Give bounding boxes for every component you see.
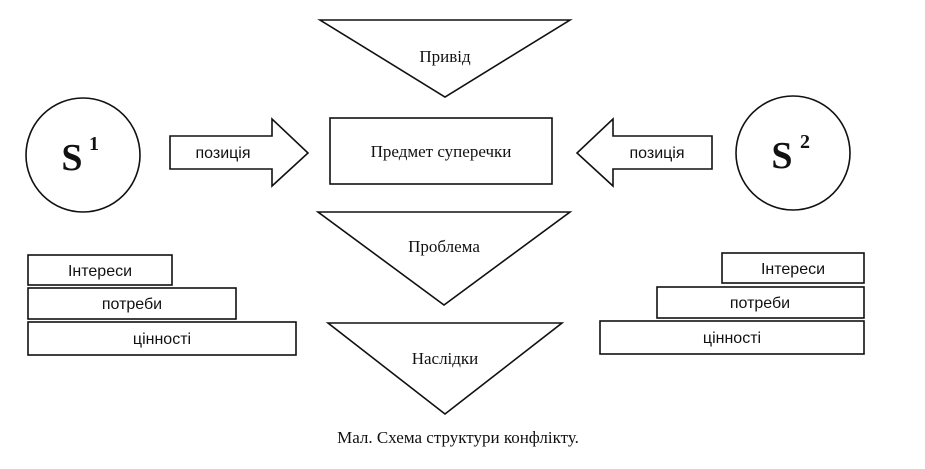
left-stack-needs-box: [27, 287, 237, 320]
right-party-circle-shape: [735, 95, 851, 211]
subject-box-shape: [329, 117, 553, 185]
right-party-symbol: S: [771, 135, 792, 177]
problem-label: Проблема: [408, 237, 480, 256]
left-position-arrow: позиція: [169, 117, 310, 188]
left-stack-needs: потреби: [102, 296, 162, 313]
right-position-arrow-shape: [575, 117, 713, 188]
left-stack: Інтереси потреби цінності: [27, 254, 297, 356]
left-stack-values-box: [27, 321, 297, 356]
problem-triangle: Проблема: [315, 211, 573, 306]
left-stack-interests: Інтереси: [68, 263, 132, 280]
consequences-label: Наслідки: [412, 349, 479, 368]
subject-label: Предмет суперечки: [371, 142, 512, 161]
left-party-circle-shape: [25, 97, 141, 213]
right-stack-needs: потреби: [730, 295, 790, 312]
right-position-arrow: позиція: [575, 117, 713, 188]
left-party-symbol: S: [61, 137, 82, 179]
right-stack: Інтереси потреби цінності: [599, 252, 865, 355]
right-stack-interests-box: [721, 252, 865, 284]
right-stack-needs-box: [656, 286, 865, 319]
left-party-index: 1: [89, 133, 99, 155]
right-stack-values-box: [599, 320, 865, 355]
consequences-triangle-shape: [325, 322, 565, 416]
left-position-arrow-shape: [169, 117, 310, 188]
right-party-circle: S 2: [735, 95, 851, 211]
driver-triangle: Привід: [317, 19, 573, 98]
left-stack-interests-box: [27, 254, 173, 286]
subject-box: Предмет суперечки: [329, 117, 553, 185]
right-stack-values: цінності: [703, 330, 761, 347]
right-party-index: 2: [800, 131, 810, 153]
right-stack-interests: Інтереси: [761, 261, 825, 278]
diagram-caption: Мал. Схема структури конфлікту.: [337, 428, 579, 447]
left-position-label: позиція: [195, 145, 250, 162]
right-position-label: позиція: [629, 145, 684, 162]
left-stack-values: цінності: [133, 331, 191, 348]
driver-triangle-shape: [317, 19, 573, 98]
consequences-triangle: Наслідки: [325, 322, 565, 416]
driver-label: Привід: [419, 47, 471, 66]
left-party-circle: S 1: [25, 97, 141, 213]
problem-triangle-shape: [315, 211, 573, 306]
